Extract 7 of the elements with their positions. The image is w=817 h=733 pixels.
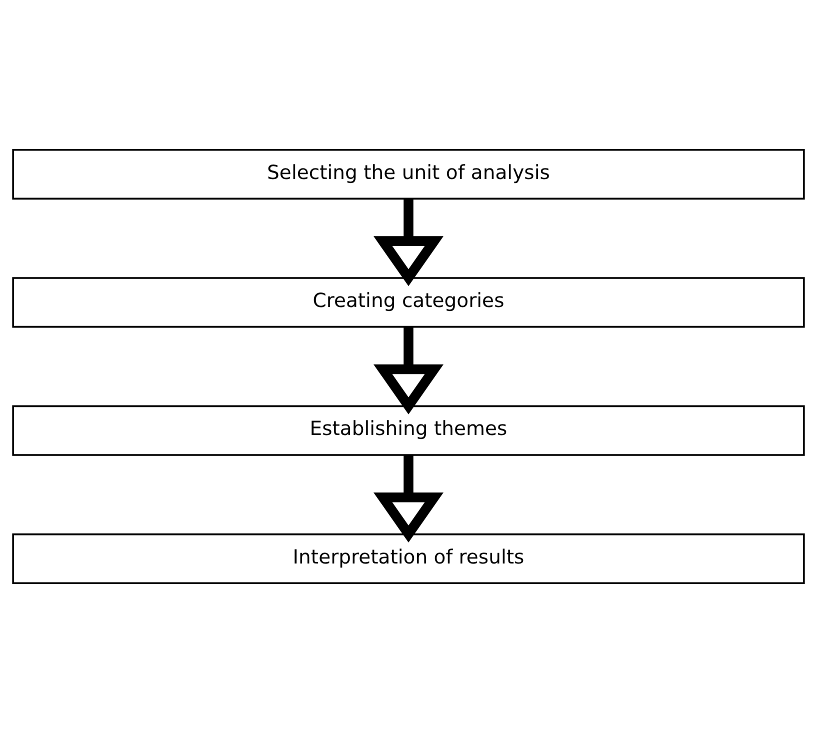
arrow xyxy=(374,455,444,542)
arrow xyxy=(374,199,444,286)
node-box: Creating categories xyxy=(12,277,805,328)
node-box: Establishing themes xyxy=(12,405,805,456)
node-box: Selecting the unit of analysis xyxy=(12,148,805,200)
node-box: Interpretation of results xyxy=(12,533,805,584)
arrow xyxy=(374,327,444,414)
